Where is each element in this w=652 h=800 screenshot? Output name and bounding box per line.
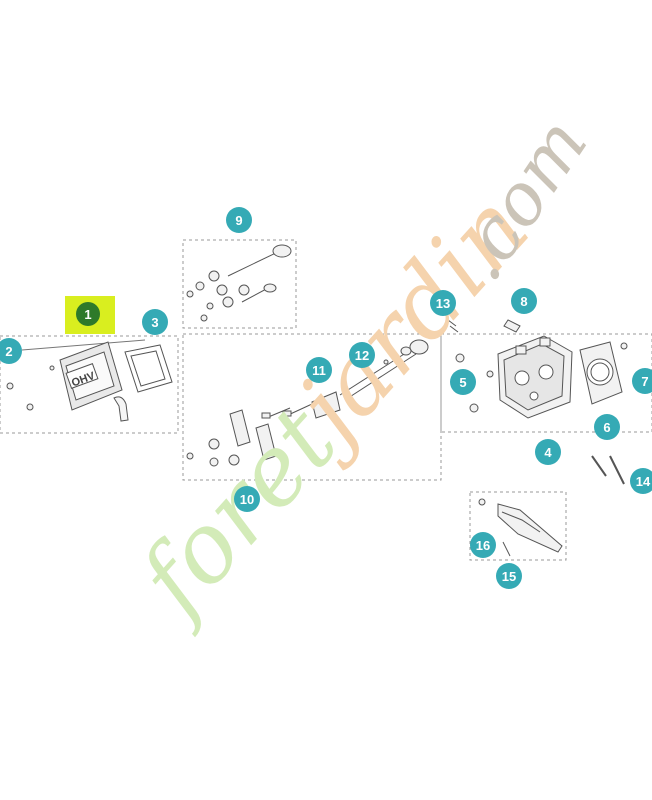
- rocker-arm-illustration: [186, 339, 429, 467]
- group-frame-rocker: [182, 333, 442, 481]
- callout-1[interactable]: 1: [76, 302, 100, 326]
- callout-16[interactable]: 16: [470, 532, 496, 558]
- callout-8[interactable]: 8: [511, 288, 537, 314]
- callout-6[interactable]: 6: [594, 414, 620, 440]
- callout-11[interactable]: 11: [306, 357, 332, 383]
- callout-15[interactable]: 15: [496, 563, 522, 589]
- callout-10[interactable]: 10: [234, 486, 260, 512]
- cylinder-head-illustration: [447, 319, 628, 485]
- callout-3[interactable]: 3: [142, 309, 168, 335]
- callout-5[interactable]: 5: [450, 369, 476, 395]
- callout-7[interactable]: 7: [632, 368, 652, 394]
- callout-14[interactable]: 14: [630, 468, 652, 494]
- callout-9[interactable]: 9: [226, 207, 252, 233]
- valve-cover-illustration: OHV: [6, 339, 173, 422]
- group-frame-head: [440, 333, 652, 433]
- callout-13[interactable]: 13: [430, 290, 456, 316]
- group-frame-deflector: [469, 491, 567, 561]
- valve-set-illustration: [186, 244, 292, 322]
- callout-12[interactable]: 12: [349, 342, 375, 368]
- callout-2[interactable]: 2: [0, 338, 22, 364]
- deflector-illustration: [478, 498, 563, 557]
- group-frame-valves: [182, 239, 297, 329]
- callout-4[interactable]: 4: [535, 439, 561, 465]
